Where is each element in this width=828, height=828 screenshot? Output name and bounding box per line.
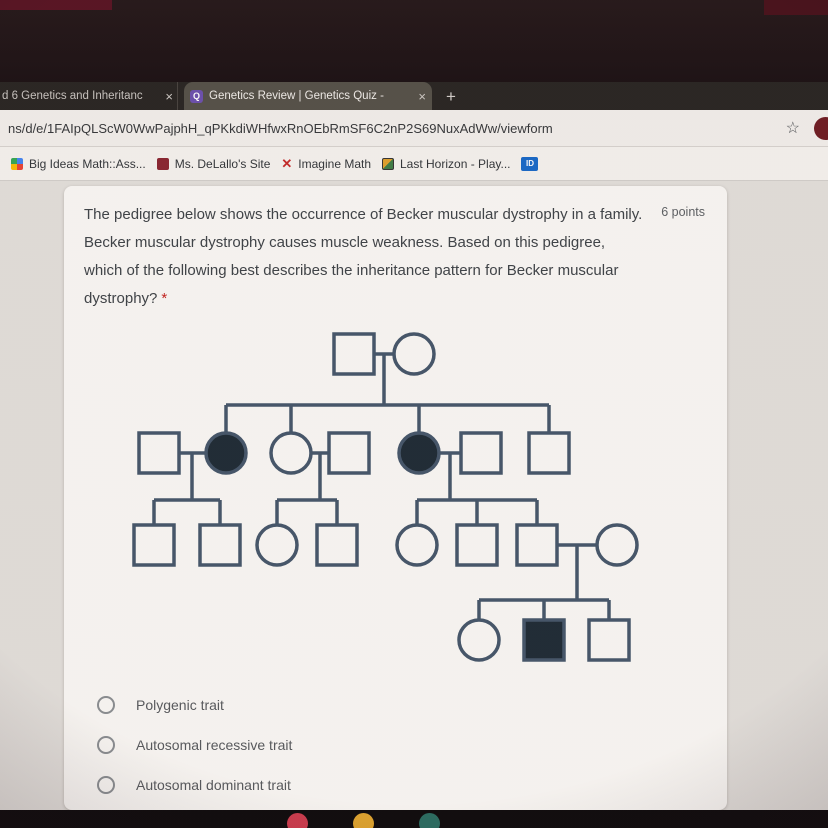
- tab-genetics-inheritance[interactable]: d 6 Genetics and Inheritanc ×: [0, 82, 178, 110]
- option-polygenic-trait[interactable]: Polygenic trait: [97, 691, 292, 719]
- quiz-favicon-icon: Q: [190, 89, 203, 103]
- screen-bezel-top: [0, 0, 828, 82]
- pedigree-male-unaffected: [515, 523, 559, 567]
- bookmark-label: Imagine Math: [298, 156, 371, 171]
- required-asterisk: *: [161, 290, 168, 307]
- game-favicon-icon: [382, 157, 394, 170]
- pedigree-female-unaffected: [392, 332, 436, 376]
- tab-label: d 6 Genetics and Inheritanc: [2, 90, 143, 102]
- pedigree-male-unaffected: [587, 618, 631, 662]
- pedigree-male-unaffected: [455, 523, 499, 567]
- bookmark-imagine-math[interactable]: ✕ Imagine Math: [281, 156, 371, 172]
- points-label: 6 points: [661, 205, 705, 219]
- tab-close-icon[interactable]: ×: [165, 88, 173, 104]
- bookmark-big-ideas-math[interactable]: Big Ideas Math::Ass...: [11, 157, 146, 171]
- bookmarks-bar: Big Ideas Math::Ass... Ms. DeLallo's Sit…: [0, 147, 828, 181]
- pedigree-female-unaffected: [269, 431, 313, 475]
- imagine-math-favicon-icon: ✕: [281, 155, 293, 171]
- bezel-accent: [0, 0, 112, 10]
- pedigree-female-unaffected: [395, 523, 439, 567]
- tab-genetics-review-quiz[interactable]: Q Genetics Review | Genetics Quiz - ×: [184, 82, 432, 110]
- pedigree-female-affected: [397, 431, 441, 475]
- bookmark-label: Last Horizon - Play...: [400, 156, 511, 171]
- question-text-body: The pedigree below shows the occurrence …: [84, 206, 643, 307]
- radio-button-icon[interactable]: [97, 736, 115, 754]
- pedigree-male-unaffected: [327, 431, 371, 475]
- bookmark-star-icon[interactable]: ☆: [785, 120, 800, 137]
- pedigree-male-unaffected: [527, 431, 571, 475]
- pedigree-male-affected: [522, 618, 566, 662]
- pedigree-male-unaffected: [459, 431, 503, 475]
- radio-button-icon[interactable]: [97, 696, 115, 714]
- taskbar: [0, 810, 828, 828]
- bookmark-label: Big Ideas Math::Ass...: [29, 156, 146, 171]
- question-header: The pedigree below shows the occurrence …: [64, 186, 727, 313]
- pedigree-male-unaffected: [198, 523, 242, 567]
- book-favicon-icon: [156, 157, 169, 170]
- answer-options: Polygenic trait Autosomal recessive trai…: [97, 691, 292, 810]
- bookmark-last-horizon[interactable]: Last Horizon - Play...: [382, 157, 510, 171]
- pedigree-diagram: [132, 332, 639, 662]
- tab-label: Genetics Review | Genetics Quiz -: [209, 90, 384, 102]
- option-label: Autosomal recessive trait: [136, 737, 293, 753]
- dock-icon-yellow[interactable]: [353, 813, 374, 828]
- pedigree-female-unaffected: [255, 523, 299, 567]
- browser-tab-strip: d 6 Genetics and Inheritanc × Q Genetics…: [0, 82, 828, 110]
- address-bar: ns/d/e/1FAIpQLScW0WwPajphH_qPKkdiWHfwxRn…: [0, 110, 828, 147]
- dock-icon-red[interactable]: [287, 813, 308, 828]
- option-label: Autosomal dominant trait: [136, 777, 291, 793]
- bookmark-id[interactable]: ID: [521, 156, 539, 171]
- bookmark-ms-delallos-site[interactable]: Ms. DeLallo's Site: [156, 156, 271, 171]
- new-tab-button[interactable]: +: [446, 87, 456, 106]
- pedigree-female-unaffected: [595, 523, 639, 567]
- option-autosomal-dominant[interactable]: Autosomal dominant trait: [97, 771, 292, 799]
- pedigree-female-unaffected: [457, 618, 501, 662]
- option-autosomal-recessive[interactable]: Autosomal recessive trait: [97, 731, 292, 759]
- dock-icon-teal[interactable]: [419, 813, 440, 828]
- profile-avatar[interactable]: [814, 116, 828, 140]
- question-card: The pedigree below shows the occurrence …: [64, 186, 727, 810]
- radio-button-icon[interactable]: [97, 776, 115, 794]
- option-label: Polygenic trait: [136, 697, 224, 713]
- pedigree-male-unaffected: [332, 332, 376, 376]
- pedigree-male-unaffected: [137, 431, 181, 475]
- google-form-page: The pedigree below shows the occurrence …: [0, 181, 828, 810]
- bezel-accent: [764, 0, 828, 15]
- pedigree-male-unaffected: [132, 523, 176, 567]
- id-favicon-icon: ID: [521, 156, 539, 171]
- bookmark-label: Ms. DeLallo's Site: [174, 156, 271, 171]
- grid-favicon-icon: [11, 157, 23, 170]
- pedigree-female-affected: [204, 431, 248, 475]
- pedigree-male-unaffected: [315, 523, 359, 567]
- question-text: The pedigree below shows the occurrence …: [84, 201, 646, 313]
- url-text[interactable]: ns/d/e/1FAIpQLScW0WwPajphH_qPKkdiWHfwxRn…: [8, 120, 553, 136]
- tab-close-icon[interactable]: ×: [418, 88, 426, 104]
